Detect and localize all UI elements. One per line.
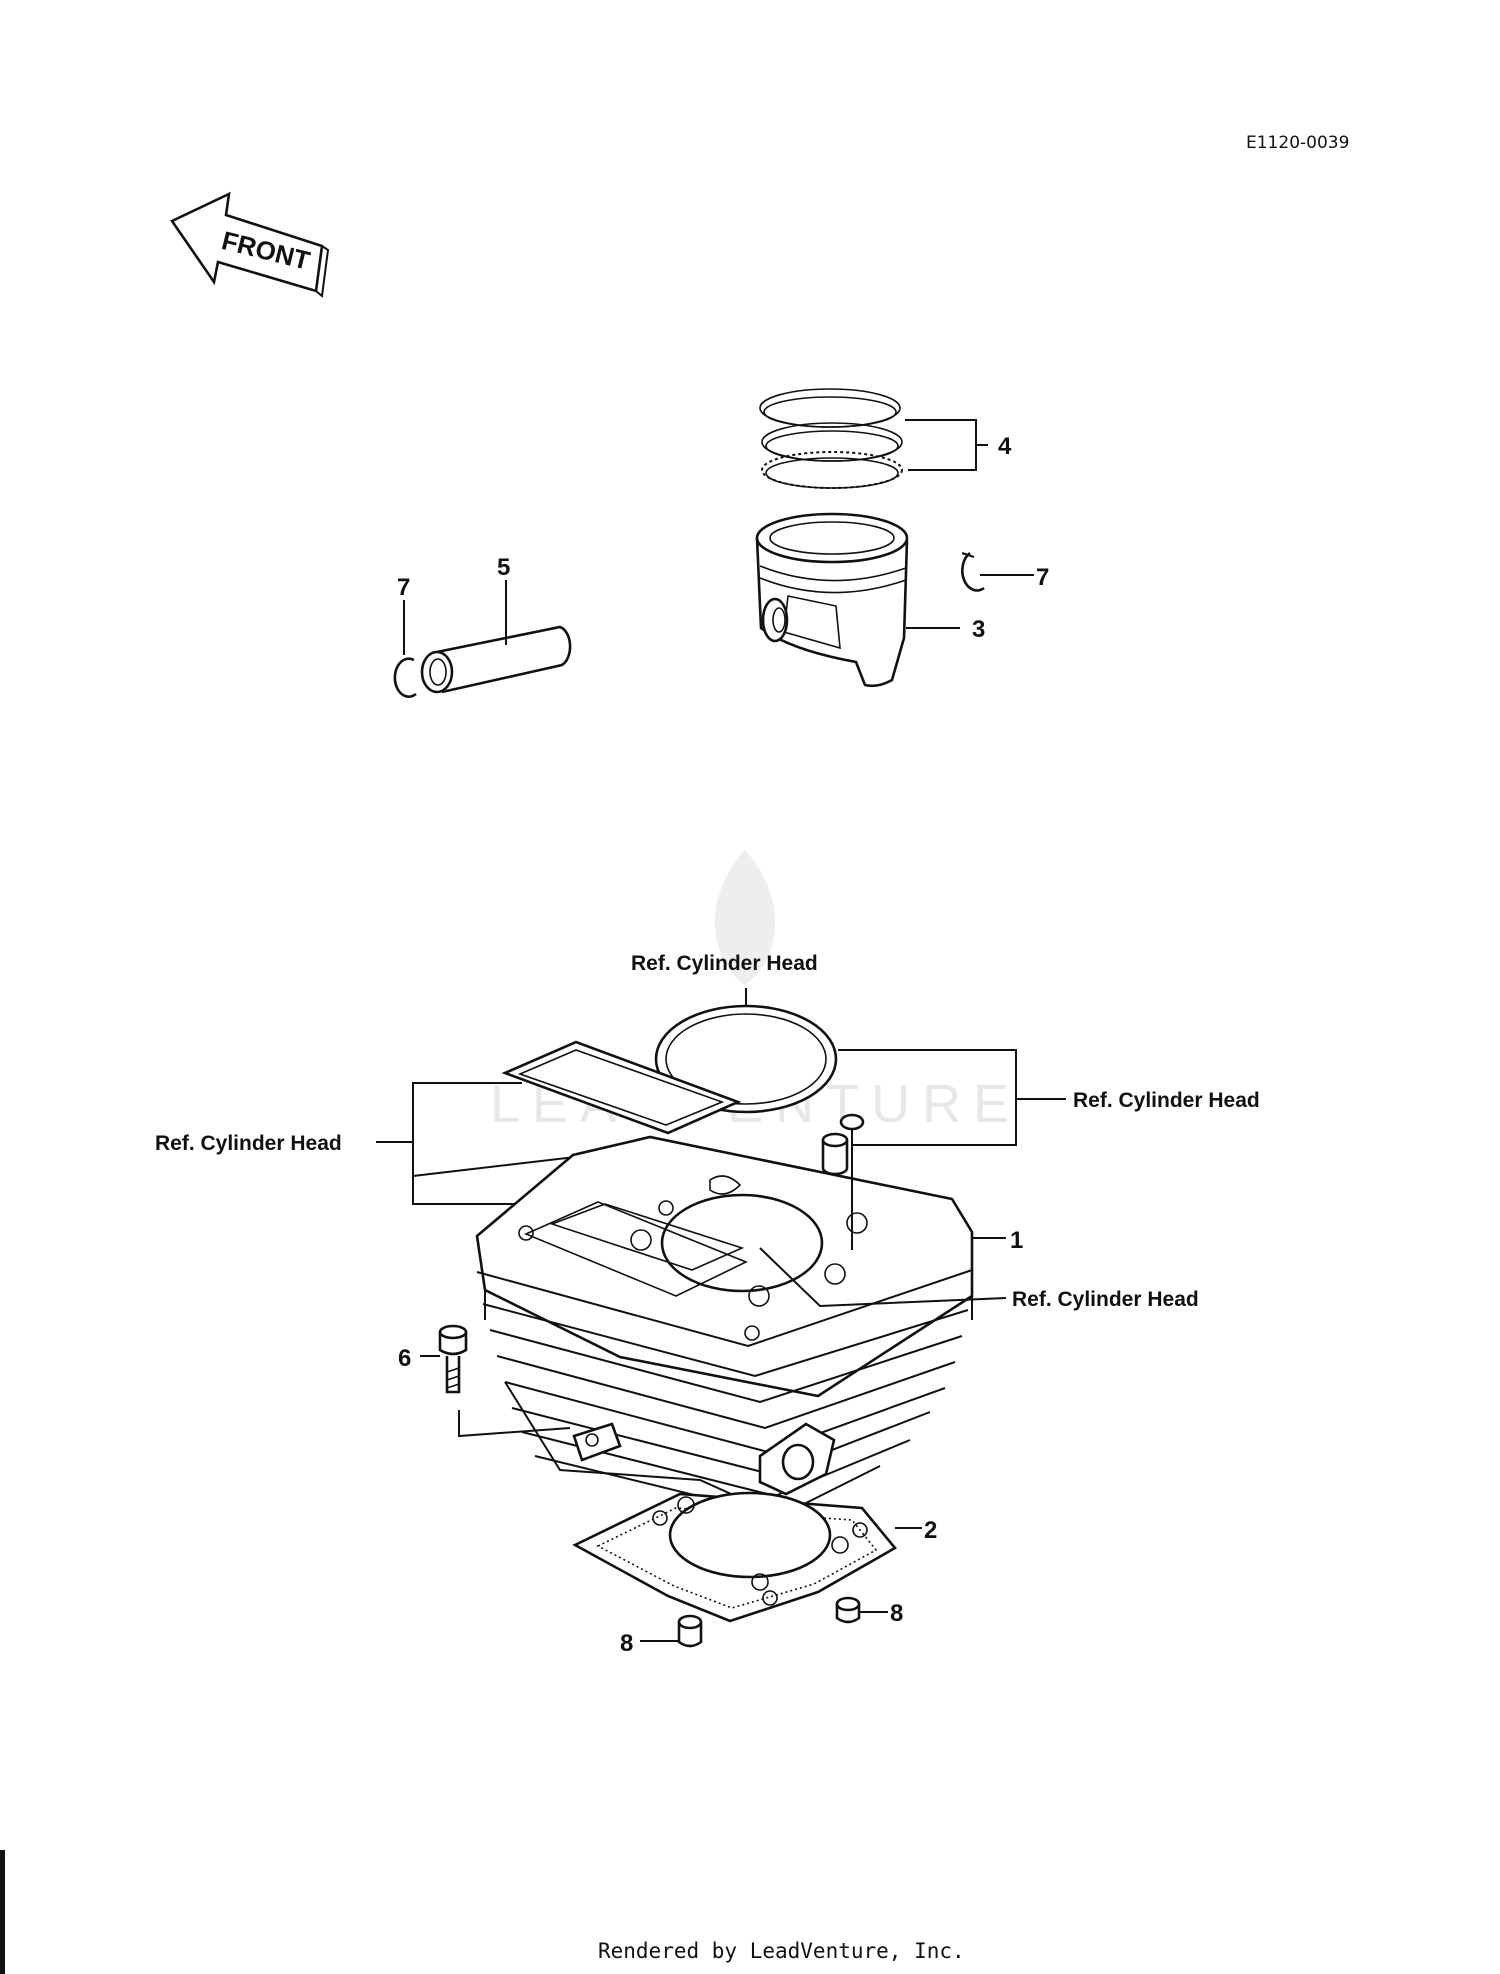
- circlip-left: [393, 657, 417, 698]
- ref-cylinder-head-right: Ref. Cylinder Head: [1073, 1089, 1260, 1112]
- base-gasket: [572, 1491, 897, 1623]
- bolt: [438, 1324, 468, 1394]
- callout-4: 4: [998, 433, 1012, 460]
- front-arrow-icon: FRONT: [170, 191, 330, 298]
- callout-3: 3: [972, 616, 985, 643]
- callout-6: 6: [398, 1345, 411, 1372]
- tensioner-gasket: [501, 1040, 742, 1135]
- ref-cylinder-head-top: Ref. Cylinder Head: [631, 952, 818, 975]
- piston: [755, 512, 909, 688]
- ref-cylinder-head-lower-right: Ref. Cylinder Head: [1012, 1288, 1199, 1311]
- footer-credit: Rendered by LeadVenture, Inc.: [598, 1939, 965, 1963]
- callout-7-left: 7: [397, 574, 410, 601]
- circlip-right: [961, 551, 985, 592]
- callout-8-right: 8: [890, 1600, 903, 1627]
- edge-mark: [0, 1850, 5, 1974]
- dowel-right: [835, 1596, 861, 1624]
- ref-cylinder-head-left: Ref. Cylinder Head: [155, 1132, 342, 1155]
- dowel-left: [677, 1614, 703, 1648]
- callout-1: 1: [1010, 1227, 1023, 1254]
- piston-pin: [420, 625, 572, 694]
- callout-8-left: 8: [620, 1630, 633, 1657]
- callout-2: 2: [924, 1517, 937, 1544]
- cylinder: [475, 1135, 974, 1518]
- callout-5: 5: [497, 554, 510, 581]
- piston-rings: [759, 388, 903, 489]
- diagram-code: E1120-0039: [1246, 133, 1349, 153]
- callout-7-right: 7: [1036, 564, 1049, 591]
